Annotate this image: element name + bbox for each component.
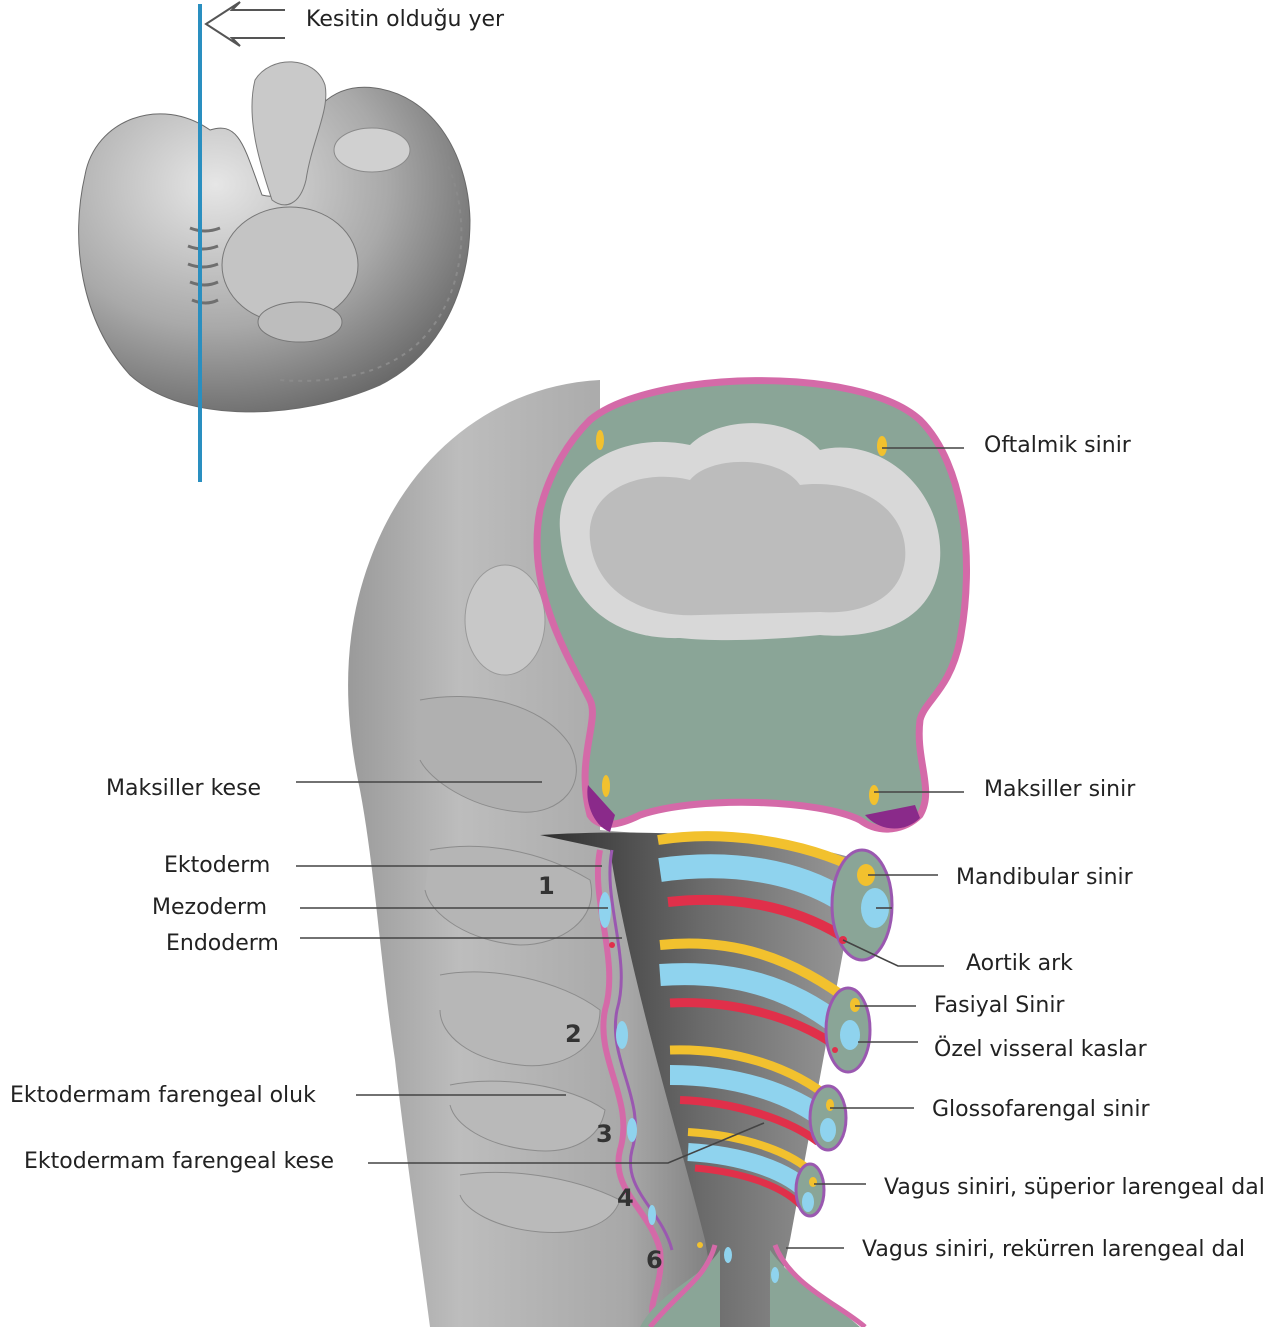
arch-number-6: 6 xyxy=(646,1246,663,1274)
label-glossopharyngeal-nerve: Glossofarengal sinir xyxy=(932,1097,1150,1122)
label-ophthalmic-nerve: Oftalmik sinir xyxy=(984,433,1132,458)
label-vagus-recurrent-laryngeal: Vagus siniri, rekürren larengeal dal xyxy=(862,1237,1245,1262)
label-special-visceral-muscles: Özel visseral kaslar xyxy=(934,1036,1148,1062)
label-maxillary-nerve: Maksiller sinir xyxy=(984,777,1136,802)
label-endoderm: Endoderm xyxy=(166,931,279,956)
label-mandibular-nerve: Mandibular sinir xyxy=(956,865,1134,890)
section-location-label: Kesitin olduğu yer xyxy=(306,7,505,32)
label-vagus-superior-laryngeal: Vagus siniri, süperior larengeal dal xyxy=(884,1175,1265,1200)
embryo-section xyxy=(348,380,966,1327)
arch-number-3: 3 xyxy=(596,1120,613,1148)
label-pharyngeal-groove: Ektodermam farengeal oluk xyxy=(10,1083,316,1108)
label-maxillary-pouch: Maksiller kese xyxy=(106,776,261,801)
ophthalmic-nerve-marker xyxy=(596,430,604,450)
arch-number-2: 2 xyxy=(565,1020,582,1048)
arch-number-1: 1 xyxy=(538,872,555,900)
label-pharyngeal-pouch: Ektodermam farengeal kese xyxy=(24,1149,334,1174)
label-facial-nerve: Fasiyal Sinir xyxy=(934,993,1065,1018)
section-arrow-icon xyxy=(206,2,285,46)
label-aortic-arch: Aortik ark xyxy=(966,951,1073,976)
arch-number-4: 4 xyxy=(617,1184,634,1212)
label-mesoderm: Mezoderm xyxy=(152,895,267,920)
embryo-thumbnail xyxy=(79,62,470,412)
label-ectoderm: Ektoderm xyxy=(164,853,270,878)
